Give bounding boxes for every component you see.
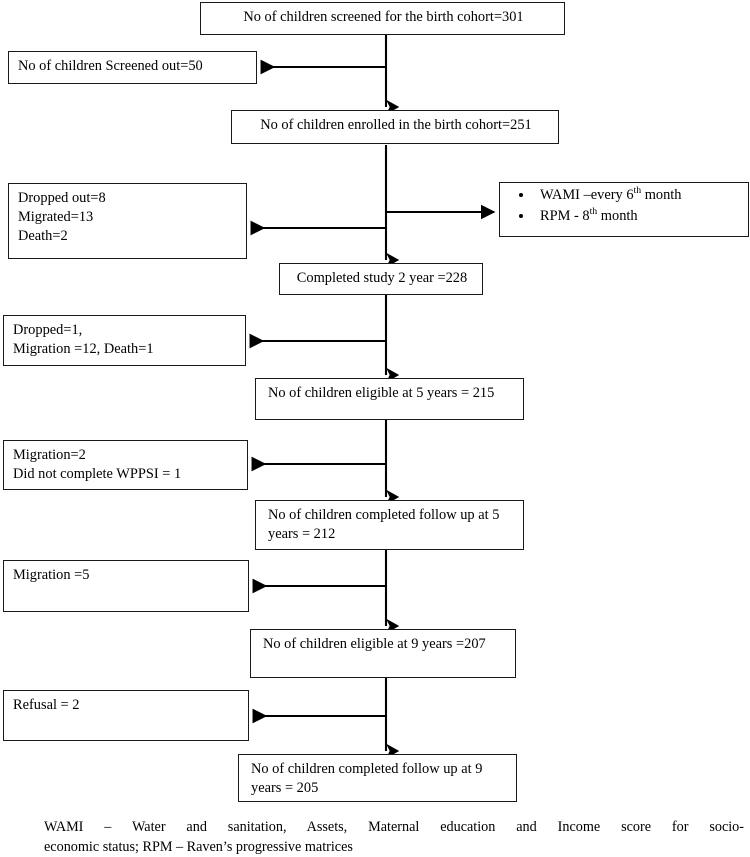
node-completed-2y-line-1: Completed study 2 year =228 (296, 270, 468, 286)
caption-line-2: economic status; RPM – Raven’s progressi… (44, 838, 353, 855)
figure-caption: WAMI – Water and sanitation, Assets, Mat… (44, 818, 744, 857)
node-completed-2y[interactable]: Completed study 2 year =228 (279, 263, 483, 295)
node-attrition-9y-eligible[interactable]: Migration =5 (3, 560, 249, 612)
node-eligible-9y[interactable]: No of children eligible at 9 years =207 (250, 629, 516, 678)
node-attrition-5y-followup-line-2: Did not complete WPPSI = 1 (13, 466, 182, 483)
bullet-wami-post: month (641, 187, 682, 203)
assessment-bullet-list: WAMI –every 6th month RPM - 8th month (500, 183, 748, 229)
node-screened-out-line-1: No of children Screened out=50 (18, 58, 203, 74)
node-screened-out[interactable]: No of children Screened out=50 (8, 51, 257, 84)
node-completed-5y[interactable]: No of children completed follow up at 5 … (255, 500, 524, 550)
node-eligible-9y-line-1: No of children eligible at 9 years =207 (263, 636, 486, 652)
node-attrition-9y-eligible-line-1: Migration =5 (13, 567, 90, 583)
node-attrition-5y-eligible-line-1: Dropped=1, (13, 322, 83, 338)
node-screened-line-1: No of children screened for the birth co… (243, 9, 524, 25)
node-completed-9y-line-1: No of children completed follow up at 9 (251, 761, 483, 777)
node-attrition-2y-line-3: Death=2 (18, 228, 68, 245)
node-attrition-5y-eligible[interactable]: Dropped=1, Migration =12, Death=1 (3, 315, 246, 366)
bullet-item-wami: WAMI –every 6th month (534, 185, 742, 206)
bullet-item-rpm: RPM - 8th month (534, 206, 742, 227)
node-completed-9y-line-2: years = 205 (251, 780, 319, 797)
bullet-wami-sup: th (633, 185, 642, 197)
caption-line-1: WAMI – Water and sanitation, Assets, Mat… (44, 819, 744, 835)
node-enrolled-line-1: No of children enrolled in the birth coh… (260, 117, 532, 133)
node-eligible-5y[interactable]: No of children eligible at 5 years = 215 (255, 378, 524, 420)
node-enrolled[interactable]: No of children enrolled in the birth coh… (231, 110, 559, 144)
node-attrition-9y-followup[interactable]: Refusal = 2 (3, 690, 249, 741)
bullet-rpm-post: month (597, 207, 638, 224)
bullet-wami-pre: WAMI –every 6 (540, 187, 634, 203)
node-attrition-2y[interactable]: Dropped out=8 Migrated=13 Death=2 (8, 183, 247, 259)
node-assessment-schedule[interactable]: WAMI –every 6th month RPM - 8th month (499, 182, 749, 237)
node-attrition-5y-followup-line-1: Migration=2 (13, 447, 86, 463)
node-completed-9y[interactable]: No of children completed follow up at 9 … (238, 754, 517, 802)
node-attrition-5y-eligible-line-2: Migration =12, Death=1 (13, 341, 154, 358)
node-attrition-2y-line-1: Dropped out=8 (18, 190, 106, 206)
node-attrition-2y-line-2: Migrated=13 (18, 209, 94, 226)
node-attrition-9y-followup-line-1: Refusal = 2 (13, 697, 80, 713)
node-completed-5y-line-1: No of children completed follow up at 5 (268, 507, 500, 523)
bullet-rpm-sup: th (589, 206, 598, 218)
node-screened[interactable]: No of children screened for the birth co… (200, 2, 565, 35)
node-attrition-5y-followup[interactable]: Migration=2 Did not complete WPPSI = 1 (3, 440, 248, 490)
node-eligible-5y-line-1: No of children eligible at 5 years = 215 (268, 385, 495, 401)
bullet-rpm-pre: RPM - 8 (540, 207, 590, 224)
node-completed-5y-line-2: years = 212 (268, 526, 336, 543)
